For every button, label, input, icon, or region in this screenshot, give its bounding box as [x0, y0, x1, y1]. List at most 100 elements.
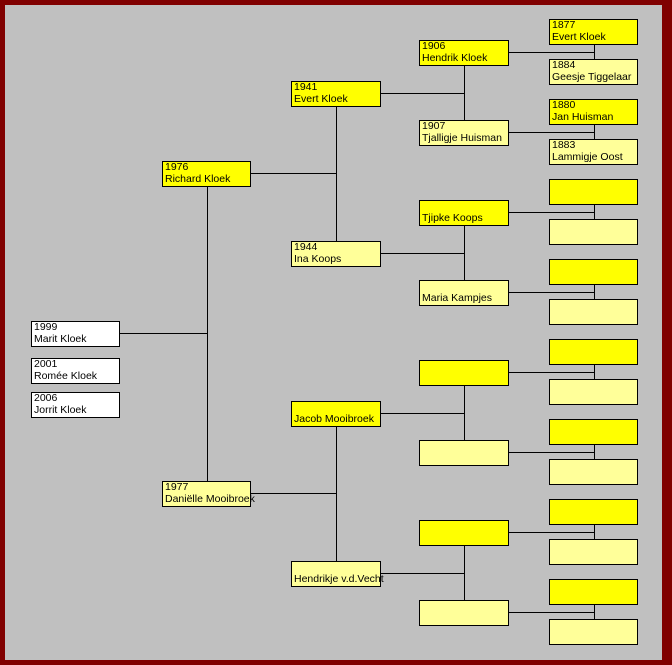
connector-line: [464, 545, 465, 600]
father-box-gen4[interactable]: [549, 499, 638, 525]
connector-line: [464, 225, 465, 280]
person-name: [552, 232, 637, 244]
birth-year: [422, 601, 508, 613]
person-name: Romée Kloek: [34, 369, 98, 382]
connector-line: [509, 132, 594, 133]
person-name: Jacob Mooibroek: [294, 412, 374, 425]
birth-year: [552, 340, 637, 352]
connector-line: [381, 93, 464, 94]
father-box-gen3[interactable]: Tjipke Koops: [419, 200, 509, 226]
birth-year: 1999: [34, 321, 58, 333]
mother-box-gen4[interactable]: [549, 299, 638, 325]
person-name: Hendrik Kloek: [422, 51, 488, 64]
connector-line: [336, 426, 337, 561]
connector-line: [594, 364, 595, 379]
father-box-gen4[interactable]: [549, 419, 638, 445]
connector-line: [381, 413, 464, 414]
birth-year: [552, 460, 637, 472]
father-box-gen2[interactable]: Jacob Mooibroek: [291, 401, 381, 427]
birth-year: [552, 300, 637, 312]
father-box-gen4[interactable]: [549, 179, 638, 205]
birth-year: [552, 220, 637, 232]
connector-line: [464, 65, 465, 120]
person-name: Tjalligje Huisman: [422, 131, 502, 144]
birth-year: 1880: [552, 99, 576, 111]
connector-line: [464, 385, 465, 440]
birth-year: 1977: [165, 481, 189, 493]
connector-line: [594, 124, 595, 139]
person-name: [422, 453, 508, 465]
person-name: Marit Kloek: [34, 332, 87, 345]
connector-line: [509, 452, 594, 453]
mother-box-gen4[interactable]: [549, 619, 638, 645]
connector-line: [509, 212, 594, 213]
connector-line: [251, 493, 336, 494]
connector-line: [594, 204, 595, 219]
person-name: Hendrikje v.d.Vecht: [294, 572, 384, 585]
birth-year: [552, 420, 637, 432]
mother-box-gen3[interactable]: [419, 600, 509, 626]
connector-line: [207, 186, 208, 481]
person-name: [552, 272, 637, 284]
person-name: [552, 392, 637, 404]
mother-box-gen4[interactable]: [549, 379, 638, 405]
birth-year: [552, 540, 637, 552]
connector-line: [381, 573, 464, 574]
birth-year: 2006: [34, 392, 58, 404]
birth-year: [552, 380, 637, 392]
connector-line: [336, 106, 337, 241]
father-box-gen4[interactable]: [549, 579, 638, 605]
father-box-gen4[interactable]: [549, 259, 638, 285]
connector-line: [509, 372, 594, 373]
connector-line: [594, 444, 595, 459]
person-name: [552, 352, 637, 364]
birth-year: [294, 562, 380, 574]
connector-line: [594, 284, 595, 299]
mother-box-gen4[interactable]: [549, 219, 638, 245]
person-name: Tjipke Koops: [422, 211, 483, 224]
person-name: [552, 312, 637, 324]
birth-year: 1883: [552, 139, 576, 151]
person-name: Evert Kloek: [294, 92, 348, 105]
connector-line: [509, 612, 594, 613]
person-name: Maria Kampjes: [422, 291, 493, 304]
birth-year: 1944: [294, 241, 318, 253]
person-name: Ina Koops: [294, 252, 342, 265]
connector-line: [119, 333, 207, 334]
connector-line: [509, 52, 594, 53]
birth-year: 1877: [552, 19, 576, 31]
connector-line: [594, 44, 595, 59]
person-name: [552, 192, 637, 204]
father-box-gen3[interactable]: [419, 520, 509, 546]
connector-line: [381, 253, 464, 254]
person-name: [422, 613, 508, 625]
birth-year: [294, 402, 380, 414]
connector-line: [509, 532, 594, 533]
mother-box-gen4[interactable]: [549, 459, 638, 485]
person-name: [552, 512, 637, 524]
mother-box-gen2[interactable]: Hendrikje v.d.Vecht: [291, 561, 384, 587]
connector-line: [594, 524, 595, 539]
person-name: Daniëlle Mooibroek: [165, 492, 255, 505]
birth-year: [422, 521, 508, 533]
father-box-gen3[interactable]: [419, 360, 509, 386]
mother-box-gen4[interactable]: [549, 539, 638, 565]
birth-year: 1907: [422, 120, 446, 132]
father-box-gen4[interactable]: [549, 339, 638, 365]
mother-box-gen3[interactable]: [419, 440, 509, 466]
mother-box-gen3[interactable]: Maria Kampjes: [419, 280, 509, 306]
